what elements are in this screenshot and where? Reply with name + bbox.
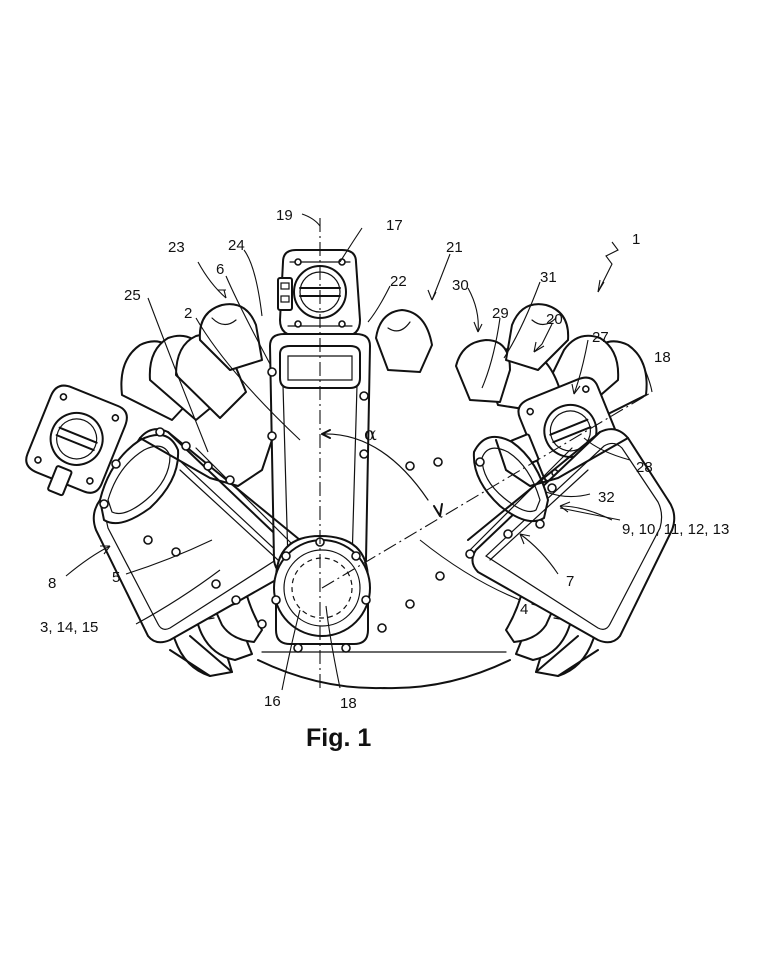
ref-24: 24 [228,237,245,254]
axes [319,218,653,690]
ref-31: 31 [540,269,557,286]
ref-32: 32 [598,489,615,506]
ref-18-bottom: 18 [340,695,357,712]
left-throttle-body [25,384,128,497]
ref-23: 23 [168,239,185,256]
ref-3-14-15: 3, 14, 15 [40,619,98,636]
ref-20: 20 [546,311,563,328]
ref-22: 22 [390,273,407,290]
plenum-hidden-bore [291,557,353,619]
ref-17: 17 [386,217,403,234]
ref-7: 7 [566,573,574,590]
angle-alpha-label: α [364,423,377,445]
axis-18 [321,391,653,589]
leader-lines [65,213,653,691]
ref-25: 25 [124,287,141,304]
crankcase-outline [257,659,511,690]
ref-29: 29 [492,305,509,322]
ref-18-top: 18 [654,349,671,366]
ref-9-10-11-12-13: 9, 10, 11, 12, 13 [622,521,729,538]
top-throttle-body [277,249,361,347]
ref-8: 8 [48,575,56,592]
ref-1: 1 [632,231,640,248]
ref-27: 27 [592,329,609,346]
ref-4: 4 [520,601,528,618]
reference-numerals: 1 2 3, 14, 15 4 5 6 7 8 9, 10, 11, 12, 1… [40,207,729,712]
ref-5: 5 [112,569,120,586]
ref-19: 19 [276,207,293,224]
ref-2: 2 [184,305,192,322]
ref-28: 28 [636,459,653,476]
ref-30: 30 [452,277,469,294]
angle-alpha: α [321,423,443,517]
figure-caption: Fig. 1 [306,724,371,752]
ref-21: 21 [446,239,463,256]
right-upper-exhaust [375,303,648,421]
ref-16: 16 [264,693,281,710]
central-plenum [273,535,371,645]
ref-6: 6 [216,261,224,278]
right-intake-runner [471,428,676,644]
left-upper-exhaust [120,303,263,421]
